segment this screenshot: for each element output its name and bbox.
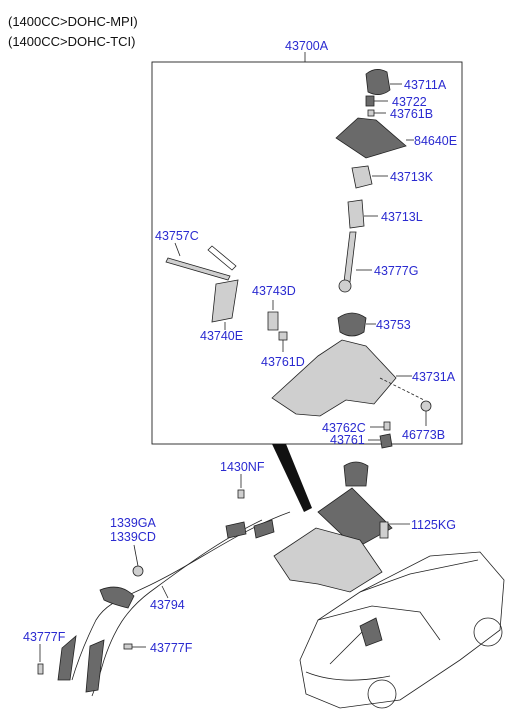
cable-end-4 [85,639,105,693]
bolt-set-clip [207,245,237,271]
bolt-set-leader [174,242,181,257]
label-sleeve-l: 43713L [381,210,423,224]
lever-part [343,231,357,283]
label-pin-right: 43777F [150,641,193,655]
boot-part [335,117,407,159]
bushing-b-part [367,109,375,117]
assembly-frame [151,61,463,445]
knob-part [365,69,391,95]
grommet-leader [133,544,139,567]
car-roofline [359,559,479,593]
label-grommet-a: 1339GA [110,516,157,530]
label-bushing-c: 43762C [322,421,366,435]
label-cable: 43794 [150,598,185,612]
label-bushing-b: 43761B [390,107,433,121]
grommet-part [132,565,144,577]
cable-line-1 [71,511,291,681]
cable-leader [161,585,169,599]
label-spring: 43722 [392,95,427,109]
label-bushing-d: 43761D [261,355,305,369]
cable-end-2 [253,519,275,539]
label-pin-left: 43777F [23,630,66,644]
bolt-set-part [165,257,231,281]
housing-dash [379,377,425,401]
plate-part [267,311,279,331]
car-wheel-front [367,679,397,709]
sleeve-k-part [351,165,373,189]
car-grille [305,671,391,681]
label-boot: 84640E [414,134,457,148]
label-knob: 43711A [404,78,447,92]
clip-nf-part [237,489,245,499]
label-cap: 43753 [376,318,411,332]
cap-part [337,312,367,337]
sleeve-l-part [347,199,365,229]
car-body [299,551,505,709]
label-clip-nf: 1430NF [220,460,265,474]
car-wheel-rear [473,617,503,647]
vehicle-illustration [299,551,505,709]
lower-housing [273,527,383,593]
cable-end-1 [225,521,247,539]
label-bolt: 1125KG [411,518,456,532]
label-bracket: 43740E [200,329,243,343]
cable-end-3 [57,635,77,681]
spring-part [365,95,375,107]
bushing-d-part [278,331,288,341]
label-assembly: 43700A [285,39,329,53]
lower-knob [343,461,369,487]
car-cable-route [329,631,363,665]
label-washer: 46773B [402,428,445,442]
header-line-2: (1400CC>DOHC-TCI) [8,34,136,49]
pointer-arrow [272,444,312,512]
car-shifter-location [359,617,383,647]
label-plate: 43743D [252,284,296,298]
housing-part [271,339,397,417]
label-lever: 43777G [374,264,418,278]
label-sleeve-k: 43713K [390,170,434,184]
washer-part [420,400,432,412]
bracket-part [211,279,239,323]
lever-ball [338,279,352,293]
label-grommet-cd: 1339CD [110,530,156,544]
car-hood [317,605,441,641]
nut-part [379,433,393,449]
cable-bracket [99,586,135,609]
pin-right-part [123,643,133,650]
header-line-1: (1400CC>DOHC-MPI) [8,14,138,29]
pin-left-part [37,663,44,675]
label-housing: 43731A [412,370,456,384]
label-nut: 43761 [330,433,365,447]
bolt-part [379,521,389,539]
label-bolt-set: 43757C [155,229,199,243]
bushing-c-part [383,421,391,431]
